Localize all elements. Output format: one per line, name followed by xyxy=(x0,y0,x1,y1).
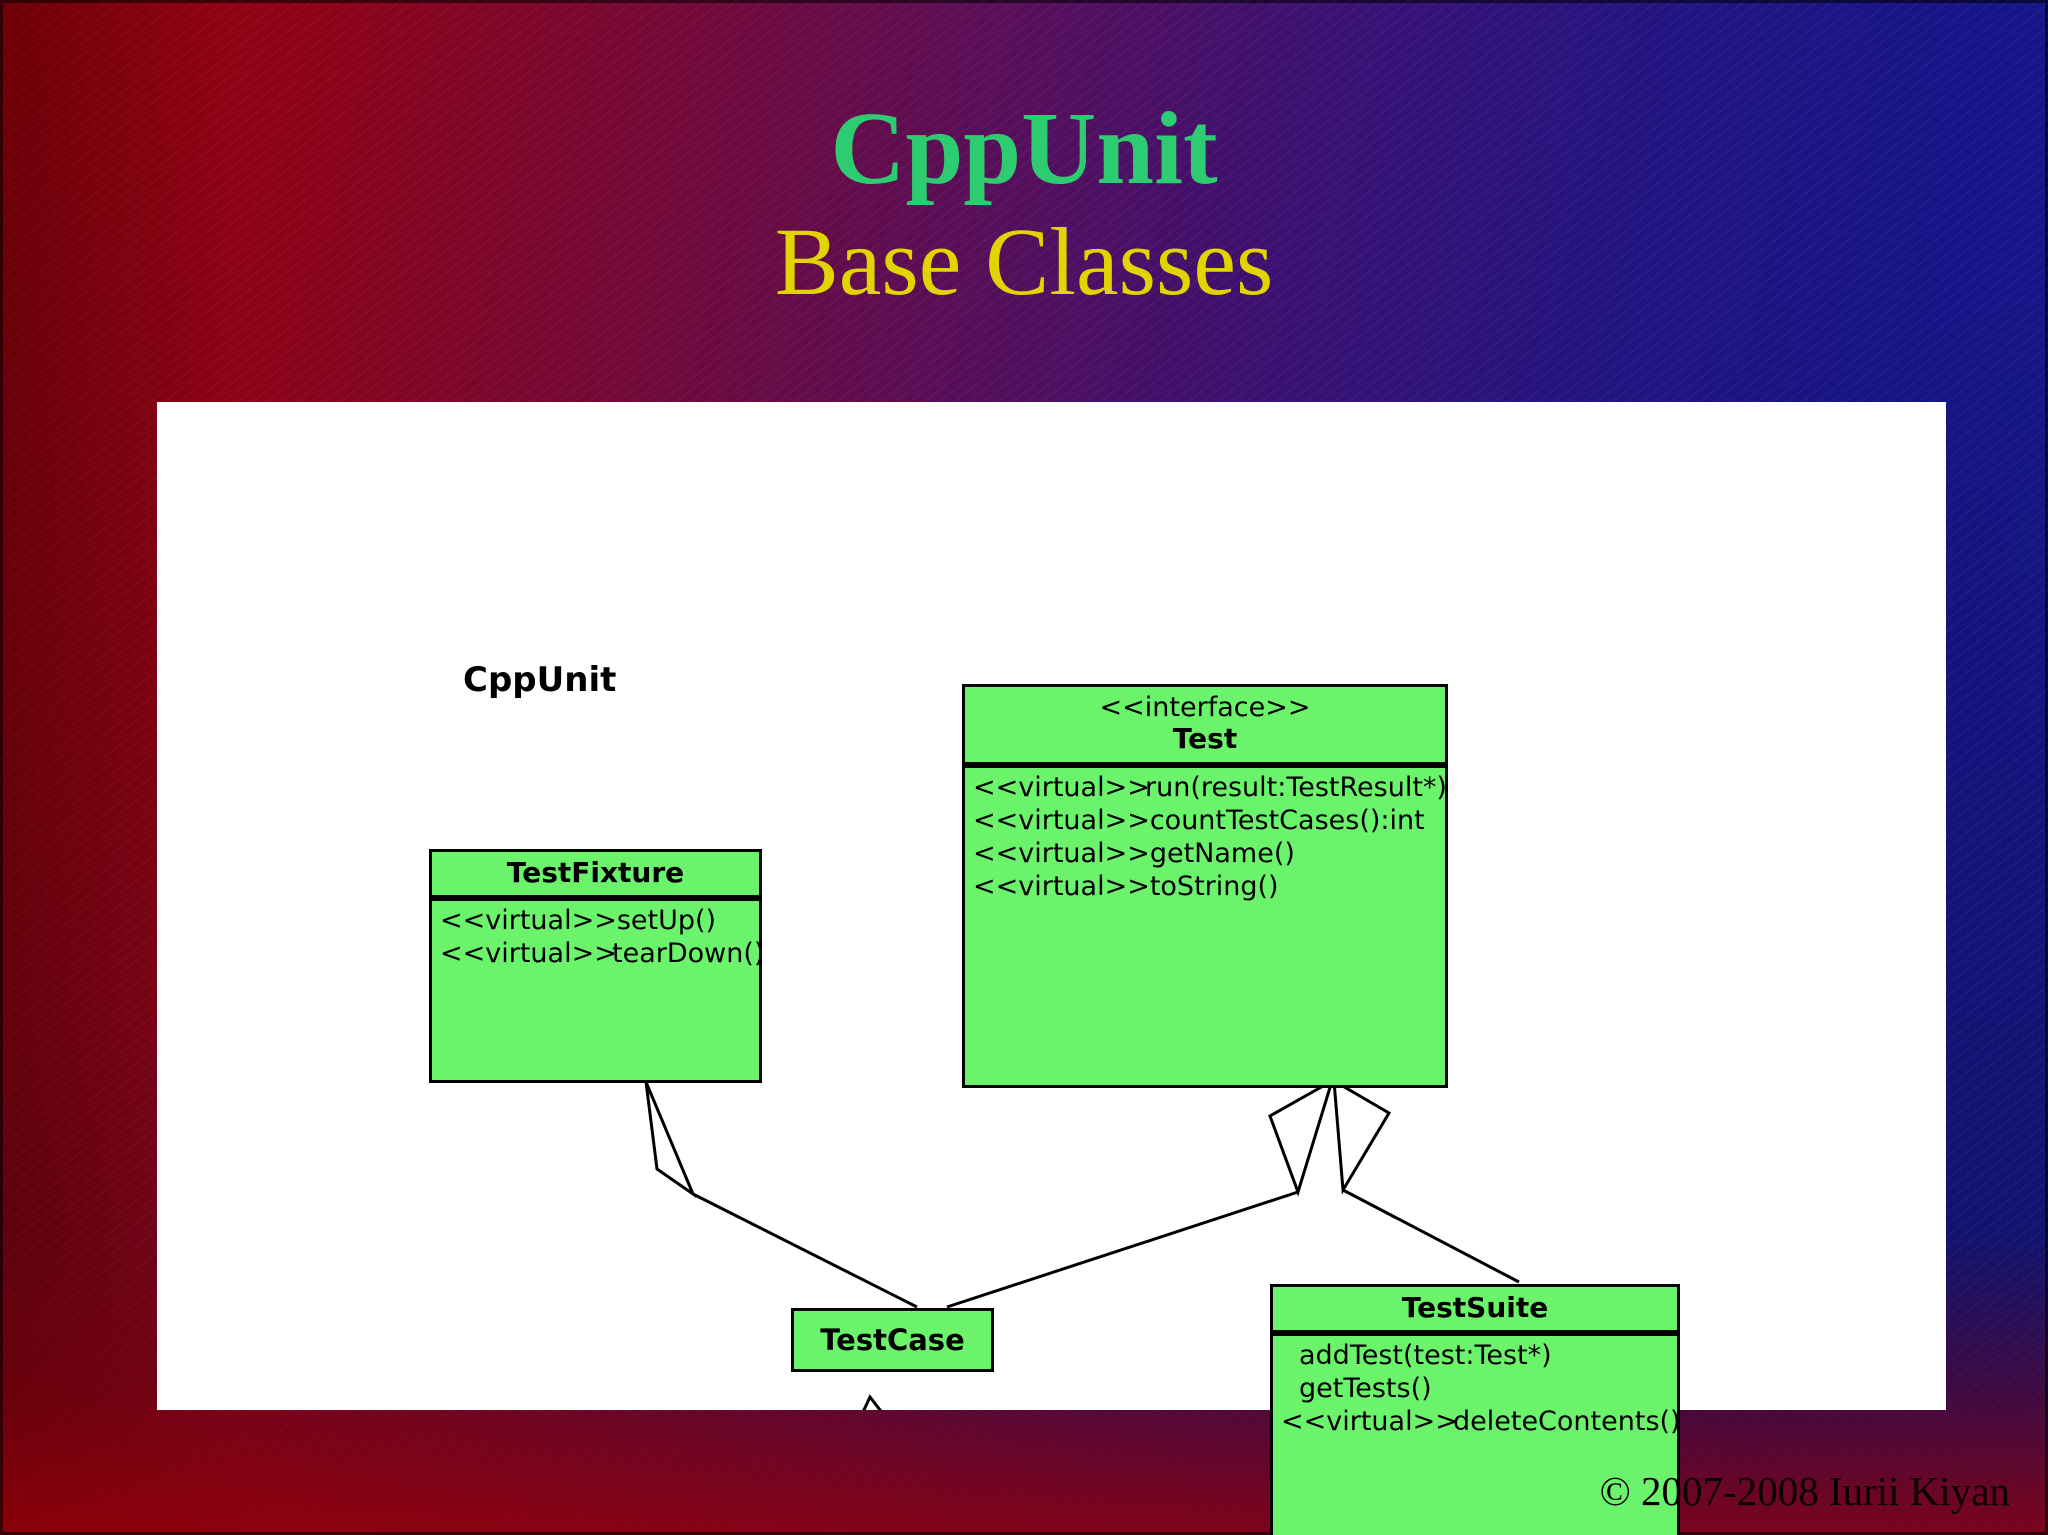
operation-row: addTest(test:Test*) xyxy=(1281,1340,1671,1373)
class-divider-testfixture xyxy=(432,895,759,902)
operation-virtual: <<virtual>> xyxy=(1281,1406,1458,1438)
generalization-arrow-test-right xyxy=(1332,1078,1392,1195)
page-subtitle: Base Classes xyxy=(774,208,1274,315)
operation-signature: toString() xyxy=(1149,870,1279,902)
operation-signature: tearDown() xyxy=(612,938,765,970)
operation-signature: run(result:TestResult*) xyxy=(1145,771,1447,803)
class-box-testfixture[interactable]: TestFixture <<virtual>> setUp() <<virtua… xyxy=(429,849,764,1083)
operation-virtual: <<virtual>> xyxy=(973,870,1150,902)
generalization-arrow-testcase xyxy=(862,1394,882,1410)
generalization-arrow-test-left xyxy=(1268,1077,1335,1197)
class-name-testcase: TestCase xyxy=(820,1323,965,1357)
package-label-cppunit: CppUnit xyxy=(463,660,617,700)
class-divider-test xyxy=(965,761,1445,768)
operation-signature: getName() xyxy=(1149,837,1295,869)
class-stereotype-test: <<interface>> xyxy=(1099,692,1311,723)
class-operations-testsuite: addTest(test:Test*) getTests() <<virtual… xyxy=(1273,1336,1681,1445)
operation-signature: setUp() xyxy=(616,905,717,937)
edge-testcase-testfixture xyxy=(692,1192,918,1309)
edge-testsuite-test xyxy=(1342,1188,1520,1284)
operation-virtual: <<virtual>> xyxy=(973,771,1150,803)
operation-signature: addTest(test:Test*) xyxy=(1299,1340,1552,1372)
operation-row: <<virtual>> countTestCases():int xyxy=(973,805,1439,838)
class-box-test[interactable]: <<interface>> Test <<virtual>> run(resul… xyxy=(962,684,1448,1088)
operation-row: <<virtual>> getName() xyxy=(973,838,1439,871)
page-title: CppUnit xyxy=(830,91,1218,206)
copyright-notice: © 2007-2008 Iurii Kiyan xyxy=(1599,1468,2010,1514)
diagram-panel: CppUnit <<interface>> Test <<virtual>> r… xyxy=(157,402,1946,1535)
class-operations-test: <<virtual>> run(result:TestResult*) <<vi… xyxy=(965,768,1447,910)
class-header-testsuite: TestSuite xyxy=(1273,1287,1677,1330)
class-box-testsuite[interactable]: TestSuite addTest(test:Test*) getTests()… xyxy=(1270,1284,1681,1535)
class-name-testfixture: TestFixture xyxy=(506,856,685,889)
operation-row: <<virtual>> deleteContents() xyxy=(1281,1406,1681,1439)
operation-row: <<virtual>> tearDown() xyxy=(440,938,764,971)
class-box-testcase[interactable]: TestCase xyxy=(791,1308,994,1372)
diagram-canvas xyxy=(157,402,1946,1410)
operation-virtual: <<virtual>> xyxy=(973,837,1150,869)
class-header-test: <<interface>> Test xyxy=(965,687,1445,762)
operation-row: <<virtual>> run(result:TestResult*) xyxy=(973,771,1447,805)
operation-virtual: <<virtual>> xyxy=(973,804,1150,836)
class-name-test: Test xyxy=(1172,722,1238,756)
class-name-testsuite: TestSuite xyxy=(1401,1291,1549,1324)
generalization-arrow-testfixture xyxy=(644,1081,697,1199)
class-divider-testsuite xyxy=(1273,1330,1677,1337)
class-header-testfixture: TestFixture xyxy=(432,852,759,895)
operation-signature: deleteContents() xyxy=(1453,1406,1681,1438)
operation-virtual xyxy=(1281,1340,1299,1373)
operation-row: <<virtual>> toString() xyxy=(973,871,1439,904)
operation-virtual xyxy=(1281,1373,1299,1406)
operation-signature: getTests() xyxy=(1299,1373,1432,1405)
operation-virtual: <<virtual>> xyxy=(440,938,617,970)
class-operations-testfixture: <<virtual>> setUp() <<virtual>> tearDown… xyxy=(432,901,764,977)
operation-virtual: <<virtual>> xyxy=(440,905,617,937)
relationship-lines xyxy=(644,1077,1520,1410)
operation-row: getTests() xyxy=(1281,1373,1671,1406)
operation-row: <<virtual>> setUp() xyxy=(440,905,753,938)
operation-signature: countTestCases():int xyxy=(1149,804,1425,836)
edge-testcase-test xyxy=(946,1190,1299,1309)
